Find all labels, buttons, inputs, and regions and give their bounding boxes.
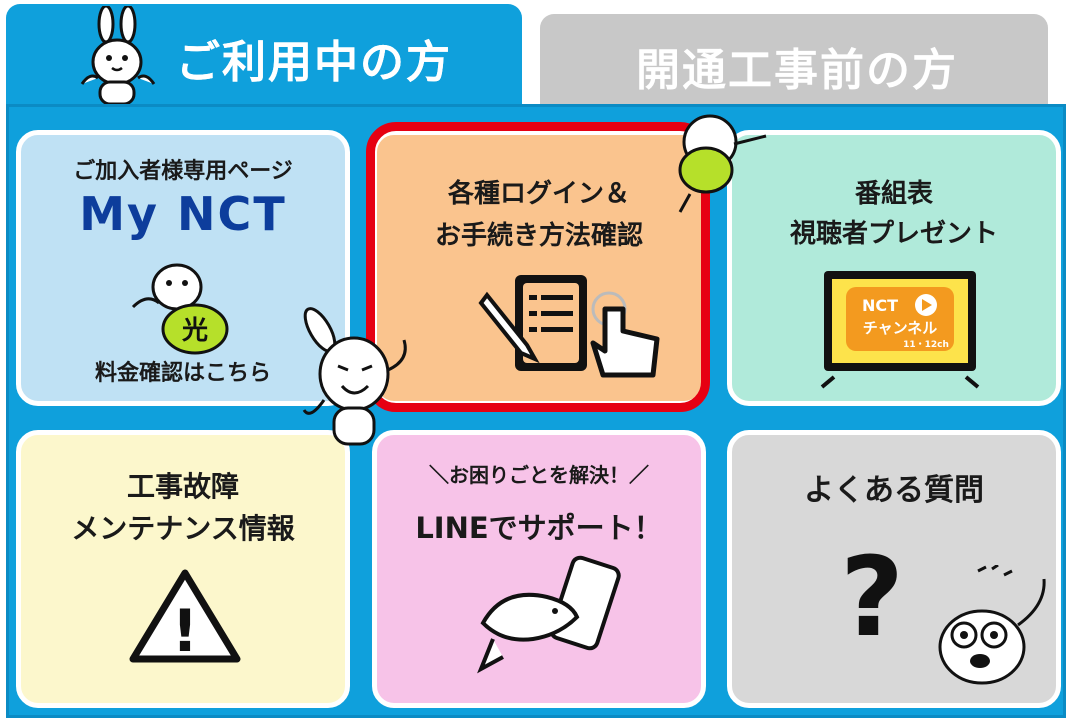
card-login-procedures[interactable]: 各種ログイン＆ お手続き方法確認 (372, 130, 706, 406)
card-maintenance-info[interactable]: 工事故障 メンテナンス情報 ! (16, 430, 350, 708)
repair-line1: 工事故障 (126, 470, 239, 503)
tv-line2: 視聴者プレゼント (789, 219, 998, 249)
svg-text:?: ? (840, 533, 904, 651)
my-nct-title: My NCT (79, 187, 287, 241)
faq-title: よくある質問 (804, 473, 984, 508)
tab-current-users-label: ご利用中の方 (176, 37, 452, 88)
tab-before-installation-label: 開通工事前の方 (636, 45, 958, 96)
rabbit-cheering-icon (302, 307, 407, 446)
svg-text:チャンネル: チャンネル (863, 319, 938, 337)
tab-current-users[interactable]: ご利用中の方 (6, 4, 522, 108)
fish-smartphone-icon (477, 555, 621, 674)
selected-card-highlight (366, 122, 710, 412)
my-nct-bottom-text: 料金確認はこちら (94, 361, 271, 386)
card-tv-schedule[interactable]: 番組表 視聴者プレゼント NCT チャンネル 11・12ch (727, 130, 1061, 406)
my-nct-subtitle: ご加入者様専用ページ (73, 159, 293, 184)
card-my-nct[interactable]: ご加入者様専用ページ My NCT 光 料金確認はこちら (16, 130, 350, 406)
surprised-rabbit-icon (938, 565, 1046, 685)
card-faq[interactable]: よくある質問 ? (727, 430, 1061, 708)
svg-text:!: ! (172, 597, 198, 665)
rabbit-mascot-icon (80, 6, 156, 106)
repair-line2: メンテナンス情報 (71, 512, 295, 545)
svg-text:NCT: NCT (862, 296, 898, 315)
login-line2: お手続き方法確認 (434, 221, 643, 251)
warning-icon: ! (129, 569, 241, 665)
svg-text:光: 光 (181, 316, 208, 346)
fiber-mascot-icon (678, 114, 767, 213)
tab-before-installation[interactable]: 開通工事前の方 (540, 14, 1048, 106)
svg-text:11・12ch: 11・12ch (903, 340, 949, 350)
line-title: LINEでサポート！ (415, 511, 663, 545)
document-pen-tap-icon (478, 275, 660, 378)
login-line1: 各種ログイン＆ (447, 179, 630, 209)
question-mark-icon: ? (840, 533, 904, 651)
card-line-support[interactable]: ＼お困りごとを解決！／ LINEでサポート！ (372, 430, 706, 708)
tv-line1: 番組表 (854, 179, 933, 209)
mascot-with-fiber-badge-icon: 光 (131, 263, 229, 355)
tv-icon: NCT チャンネル 11・12ch (820, 271, 980, 389)
line-tagline: ＼お困りごとを解決！／ (429, 463, 649, 487)
